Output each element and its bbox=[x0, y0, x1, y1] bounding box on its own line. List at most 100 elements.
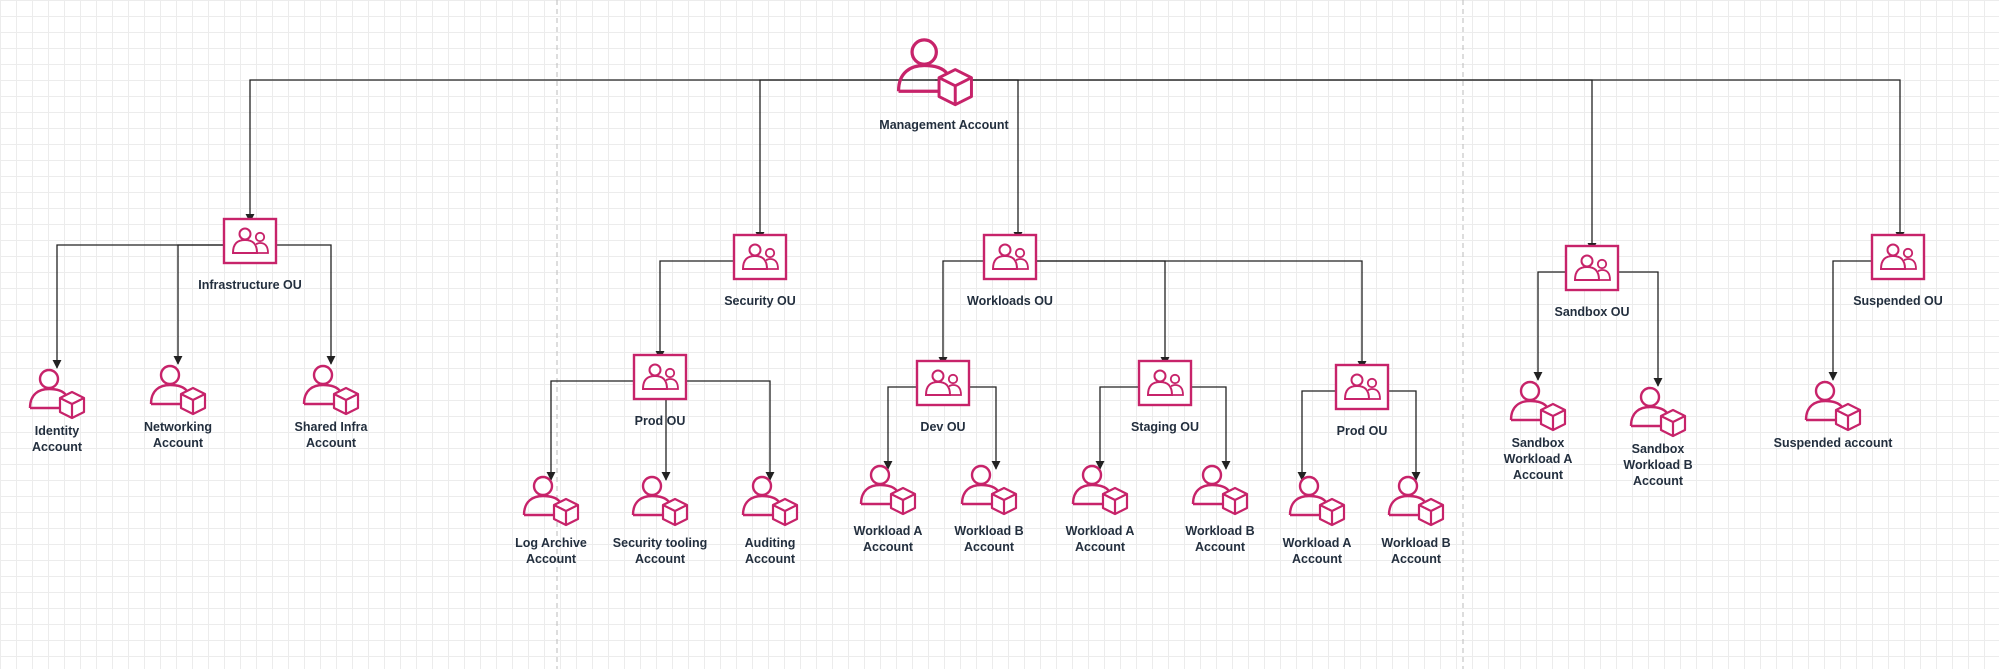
label-line: Account bbox=[32, 440, 82, 454]
edge-management-to-workloads_ou bbox=[935, 79, 1023, 241]
label-line: Account bbox=[1390, 552, 1441, 566]
label-line: Account bbox=[862, 540, 913, 554]
edge-staging_ou-to-stg_wa bbox=[1095, 386, 1138, 470]
account-icon bbox=[859, 464, 917, 516]
label-line: Prod OU bbox=[634, 414, 686, 428]
label-line: Workload A bbox=[853, 524, 923, 538]
edge-management-to-infra_ou bbox=[245, 79, 935, 223]
label-line: Sandbox OU bbox=[1554, 305, 1630, 319]
label-suspended-acct: Suspended account bbox=[1774, 435, 1893, 451]
label-line: Identity bbox=[34, 424, 80, 438]
account-icon bbox=[28, 368, 86, 420]
edge-wl_prod_ou-to-prd_wb bbox=[1389, 390, 1421, 481]
organizational-unit-icon bbox=[982, 233, 1038, 281]
label-sandbox-ou: Sandbox OU bbox=[1554, 304, 1629, 320]
organizational-unit-icon bbox=[1564, 244, 1620, 292]
account-icon bbox=[1288, 475, 1346, 527]
edge-workloads_ou-to-dev_ou bbox=[938, 260, 983, 366]
edge-dev_ou-to-dev_wa bbox=[883, 386, 916, 470]
edge-infra_ou-to-identity bbox=[52, 244, 223, 369]
label-line: Log Archive bbox=[515, 536, 587, 550]
account-icon bbox=[1804, 380, 1862, 432]
label-line: Account bbox=[1074, 540, 1125, 554]
label-line: Account bbox=[1291, 552, 1342, 566]
edge-dev_ou-to-dev_wb bbox=[970, 386, 1001, 470]
edge-workloads_ou-to-wl_prod_ou bbox=[1037, 260, 1367, 370]
account-icon bbox=[960, 464, 1018, 516]
account-icon bbox=[896, 38, 973, 107]
edge-staging_ou-to-stg_wb bbox=[1192, 386, 1231, 470]
label-management: Management Account bbox=[879, 117, 1008, 133]
label-line: Workload B bbox=[954, 524, 1024, 538]
label-line: Workloads OU bbox=[967, 294, 1053, 308]
label-line: Networking bbox=[143, 420, 213, 434]
label-line: Workload A bbox=[1065, 524, 1135, 538]
label-line: Auditing bbox=[744, 536, 796, 550]
label-line: Account bbox=[745, 552, 795, 566]
edge-sec_prod_ou-to-log_archive bbox=[546, 380, 633, 481]
label-line: Suspended account bbox=[1773, 436, 1893, 450]
label-line: Account bbox=[153, 436, 203, 450]
account-icon bbox=[1509, 380, 1567, 432]
label-line: Suspended OU bbox=[1853, 294, 1943, 308]
section-dividers bbox=[556, 0, 1464, 669]
label-line: Workload A bbox=[1503, 452, 1573, 466]
organizational-unit-icon bbox=[1334, 363, 1390, 411]
organizational-unit-icon bbox=[915, 359, 971, 407]
label-suspended-ou: Suspended OU bbox=[1853, 293, 1943, 309]
account-icon bbox=[1071, 464, 1129, 516]
label-line: Staging OU bbox=[1130, 420, 1200, 434]
label-line: Workload A bbox=[1282, 536, 1352, 550]
account-icon bbox=[631, 475, 689, 527]
edge-sandbox_ou-to-sbx_wa bbox=[1533, 271, 1565, 381]
account-icon bbox=[1387, 475, 1445, 527]
label-stg-wa: Workload A Account bbox=[1066, 523, 1135, 555]
label-line: Account bbox=[526, 552, 576, 566]
label-line: Management Account bbox=[879, 118, 1009, 132]
label-line: Workload B bbox=[1185, 524, 1255, 538]
organizational-unit-icon bbox=[222, 217, 278, 265]
account-icon bbox=[1629, 386, 1687, 438]
label-dev-wa: Workload A Account bbox=[854, 523, 923, 555]
label-line: Account bbox=[963, 540, 1014, 554]
organizational-unit-icon bbox=[1870, 233, 1926, 281]
label-prd-wb: Workload B Account bbox=[1381, 535, 1450, 567]
account-icon bbox=[1191, 464, 1249, 516]
label-security-ou: Security OU bbox=[724, 293, 796, 309]
edge-suspended_ou-to-suspended_acct bbox=[1828, 260, 1871, 381]
label-wl-prod-ou: Prod OU bbox=[1337, 423, 1388, 439]
label-line: Security tooling bbox=[612, 536, 708, 550]
edge-sandbox_ou-to-sbx_wb bbox=[1619, 271, 1663, 387]
edge-security_ou-to-sec_prod_ou bbox=[655, 260, 733, 360]
label-dev-wb: Workload B Account bbox=[954, 523, 1023, 555]
account-icon bbox=[302, 364, 360, 416]
account-icon bbox=[149, 364, 207, 416]
label-line: Sandbox bbox=[1511, 436, 1565, 450]
account-icon bbox=[522, 475, 580, 527]
label-line: Sandbox bbox=[1631, 442, 1685, 456]
label-dev-ou: Dev OU bbox=[920, 419, 965, 435]
edge-management-to-security_ou bbox=[755, 79, 935, 241]
diagram-nodes bbox=[28, 38, 1926, 527]
edge-management-to-sandbox_ou bbox=[935, 79, 1597, 252]
label-line: Security OU bbox=[724, 294, 796, 308]
edge-management-to-suspended_ou bbox=[935, 79, 1905, 241]
organizational-unit-icon bbox=[632, 353, 688, 401]
label-line: Workload B bbox=[1381, 536, 1451, 550]
organizational-unit-icon bbox=[732, 233, 788, 281]
organizational-unit-icon bbox=[1137, 359, 1193, 407]
label-staging-ou: Staging OU bbox=[1131, 419, 1199, 435]
label-line: Account bbox=[306, 436, 356, 450]
label-line: Account bbox=[1512, 468, 1563, 482]
edge-wl_prod_ou-to-prd_wa bbox=[1297, 390, 1335, 481]
